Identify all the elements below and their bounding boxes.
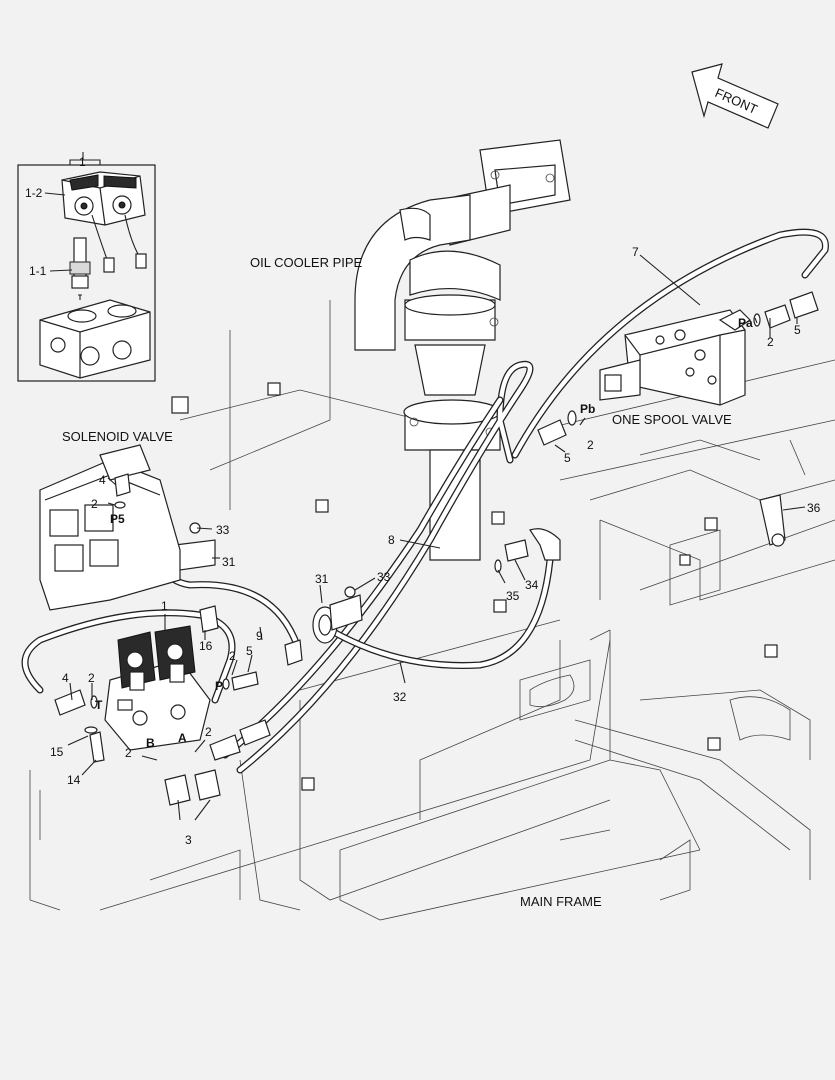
callout-4-left: 4 <box>62 671 69 685</box>
callout-35: 35 <box>506 589 520 603</box>
callout-31-top: 31 <box>222 555 236 569</box>
port-a: A <box>178 731 187 745</box>
solenoid-valve-1 <box>54 473 303 806</box>
leader-lines <box>44 152 806 821</box>
callout-5-p: 5 <box>246 644 253 658</box>
port-b: B <box>146 736 155 750</box>
inset-part-1-2: 1-2 <box>25 186 43 200</box>
port-pa: Pa <box>738 316 753 330</box>
callout-5-pa: 5 <box>794 323 801 337</box>
callout-2-a: 2 <box>205 725 212 739</box>
oil-cooler-pipe: OIL COOLER PIPE <box>250 139 571 561</box>
callout-5-pb: 5 <box>564 451 571 465</box>
hoses <box>21 228 829 774</box>
callout-2-top: 2 <box>91 497 98 511</box>
callout-2-t: 2 <box>88 671 95 685</box>
port-p5: P5 <box>110 512 125 526</box>
port-p: P <box>215 679 223 693</box>
callout-numbers: 7 2 5 5 2 36 33 31 8 31 33 34 35 4 2 1 1… <box>50 245 821 847</box>
clamp-36 <box>759 494 786 547</box>
front-direction-arrow: FRONT <box>691 63 779 129</box>
callout-2-pb: 2 <box>587 438 594 452</box>
callout-1: 1 <box>161 599 168 613</box>
inset-exploded-view <box>17 159 156 382</box>
callout-32: 32 <box>393 690 407 704</box>
one-spool-valve: ONE SPOOL VALVE <box>599 309 751 427</box>
port-t: T <box>95 698 103 712</box>
callout-31-mid: 31 <box>315 572 329 586</box>
callout-33-mid: 33 <box>377 570 391 584</box>
callout-7: 7 <box>632 245 639 259</box>
callout-15: 15 <box>50 745 64 759</box>
callout-14: 14 <box>67 773 81 787</box>
callout-3: 3 <box>185 833 192 847</box>
callout-2-b: 2 <box>125 746 132 760</box>
port-labels: P5 T B A P Pa Pb <box>95 316 753 750</box>
callout-16: 16 <box>199 639 213 653</box>
spool-fittings <box>494 291 819 573</box>
callout-4-top: 4 <box>99 473 106 487</box>
callout-8: 8 <box>388 533 395 547</box>
main-frame-outline <box>29 300 835 921</box>
one-spool-valve-label: ONE SPOOL VALVE <box>612 412 732 427</box>
port-pb: Pb <box>580 402 595 416</box>
inset-labels: 1 1-2 1-1 <box>25 155 86 278</box>
callout-2-p: 2 <box>229 649 236 663</box>
inset-part-1-1: 1-1 <box>29 264 47 278</box>
oil-cooler-pipe-label: OIL COOLER PIPE <box>250 255 363 270</box>
frame-bolts <box>171 382 778 791</box>
inset-title-number: 1 <box>79 155 86 169</box>
solenoid-valve-label: SOLENOID VALVE <box>62 429 173 444</box>
callout-34: 34 <box>525 578 539 592</box>
callout-33-top: 33 <box>216 523 230 537</box>
clamps-31-33 <box>174 522 363 644</box>
callout-9: 9 <box>256 629 263 643</box>
main-frame-label: MAIN FRAME <box>520 894 602 909</box>
solenoid-valve-assembly: SOLENOID VALVE <box>39 429 181 611</box>
callout-36: 36 <box>807 501 821 515</box>
callout-2-pa: 2 <box>767 335 774 349</box>
